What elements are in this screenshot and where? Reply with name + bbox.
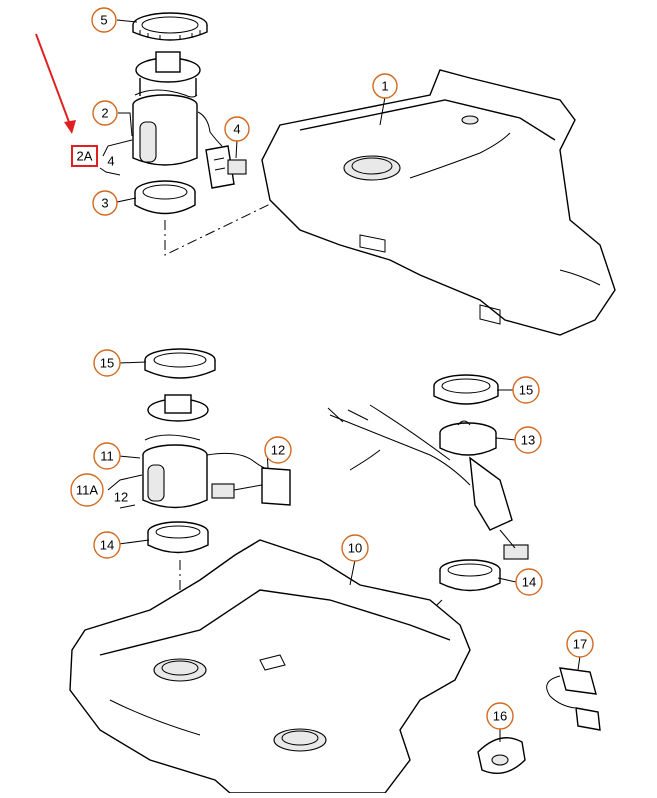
callout-4-small: 4 — [107, 154, 114, 169]
locking-ring-15-left — [144, 348, 216, 379]
leader-lines — [99, 19, 581, 742]
svg-text:15: 15 — [519, 383, 533, 398]
svg-text:14: 14 — [522, 575, 536, 590]
callout-12: 12 — [264, 436, 292, 464]
callout-14-right: 14 — [515, 568, 543, 596]
svg-text:2: 2 — [101, 106, 108, 121]
callout-12-small: 12 — [114, 490, 128, 505]
callout-17: 17 — [566, 630, 594, 658]
svg-text:14: 14 — [100, 538, 114, 553]
fuel-sender-2 — [132, 51, 223, 166]
svg-text:12: 12 — [114, 490, 128, 505]
svg-text:10: 10 — [348, 541, 362, 556]
svg-text:4: 4 — [107, 154, 114, 169]
svg-text:13: 13 — [521, 433, 535, 448]
sender-unit-12 — [211, 467, 291, 506]
seal-ring-3 — [134, 180, 196, 215]
callout-11a: 11A — [70, 473, 104, 507]
cover-16 — [477, 737, 526, 774]
callout-13: 13 — [514, 426, 542, 454]
locking-ring-15-right — [433, 374, 499, 405]
svg-text:11: 11 — [100, 449, 114, 464]
svg-text:11A: 11A — [76, 483, 98, 498]
callout-3: 3 — [92, 190, 118, 216]
svg-text:12: 12 — [271, 443, 285, 458]
callout-11: 11 — [93, 442, 121, 470]
connector-17 — [546, 667, 601, 731]
callout-16: 16 — [486, 702, 514, 730]
svg-text:3: 3 — [101, 196, 108, 211]
callout-4: 4 — [224, 116, 250, 142]
callout-15-left: 15 — [93, 349, 121, 377]
callout-2a: 2A — [71, 145, 98, 167]
seal-ring-14-left — [147, 521, 209, 554]
svg-text:4: 4 — [233, 122, 240, 137]
svg-text:1: 1 — [381, 79, 388, 94]
callout-15-right: 15 — [512, 376, 540, 404]
svg-text:16: 16 — [493, 709, 507, 724]
svg-text:15: 15 — [100, 356, 114, 371]
fuel-pump-11 — [142, 394, 271, 509]
callout-5: 5 — [91, 7, 117, 33]
svg-text:2A: 2A — [77, 149, 93, 164]
callout-14-left: 14 — [93, 531, 121, 559]
callout-10: 10 — [341, 534, 369, 562]
callout-2: 2 — [92, 100, 118, 126]
seal-ring-14-right — [439, 559, 501, 592]
fuel-tank-10 — [69, 539, 471, 794]
highlight-arrow — [35, 33, 76, 134]
fuel-tank-1 — [261, 69, 616, 336]
sender-13 — [327, 404, 529, 560]
locking-ring-5 — [132, 12, 208, 41]
svg-text:17: 17 — [573, 637, 587, 652]
callout-1: 1 — [372, 73, 398, 99]
sender-unit-4 — [205, 145, 247, 189]
svg-text:5: 5 — [100, 13, 107, 28]
